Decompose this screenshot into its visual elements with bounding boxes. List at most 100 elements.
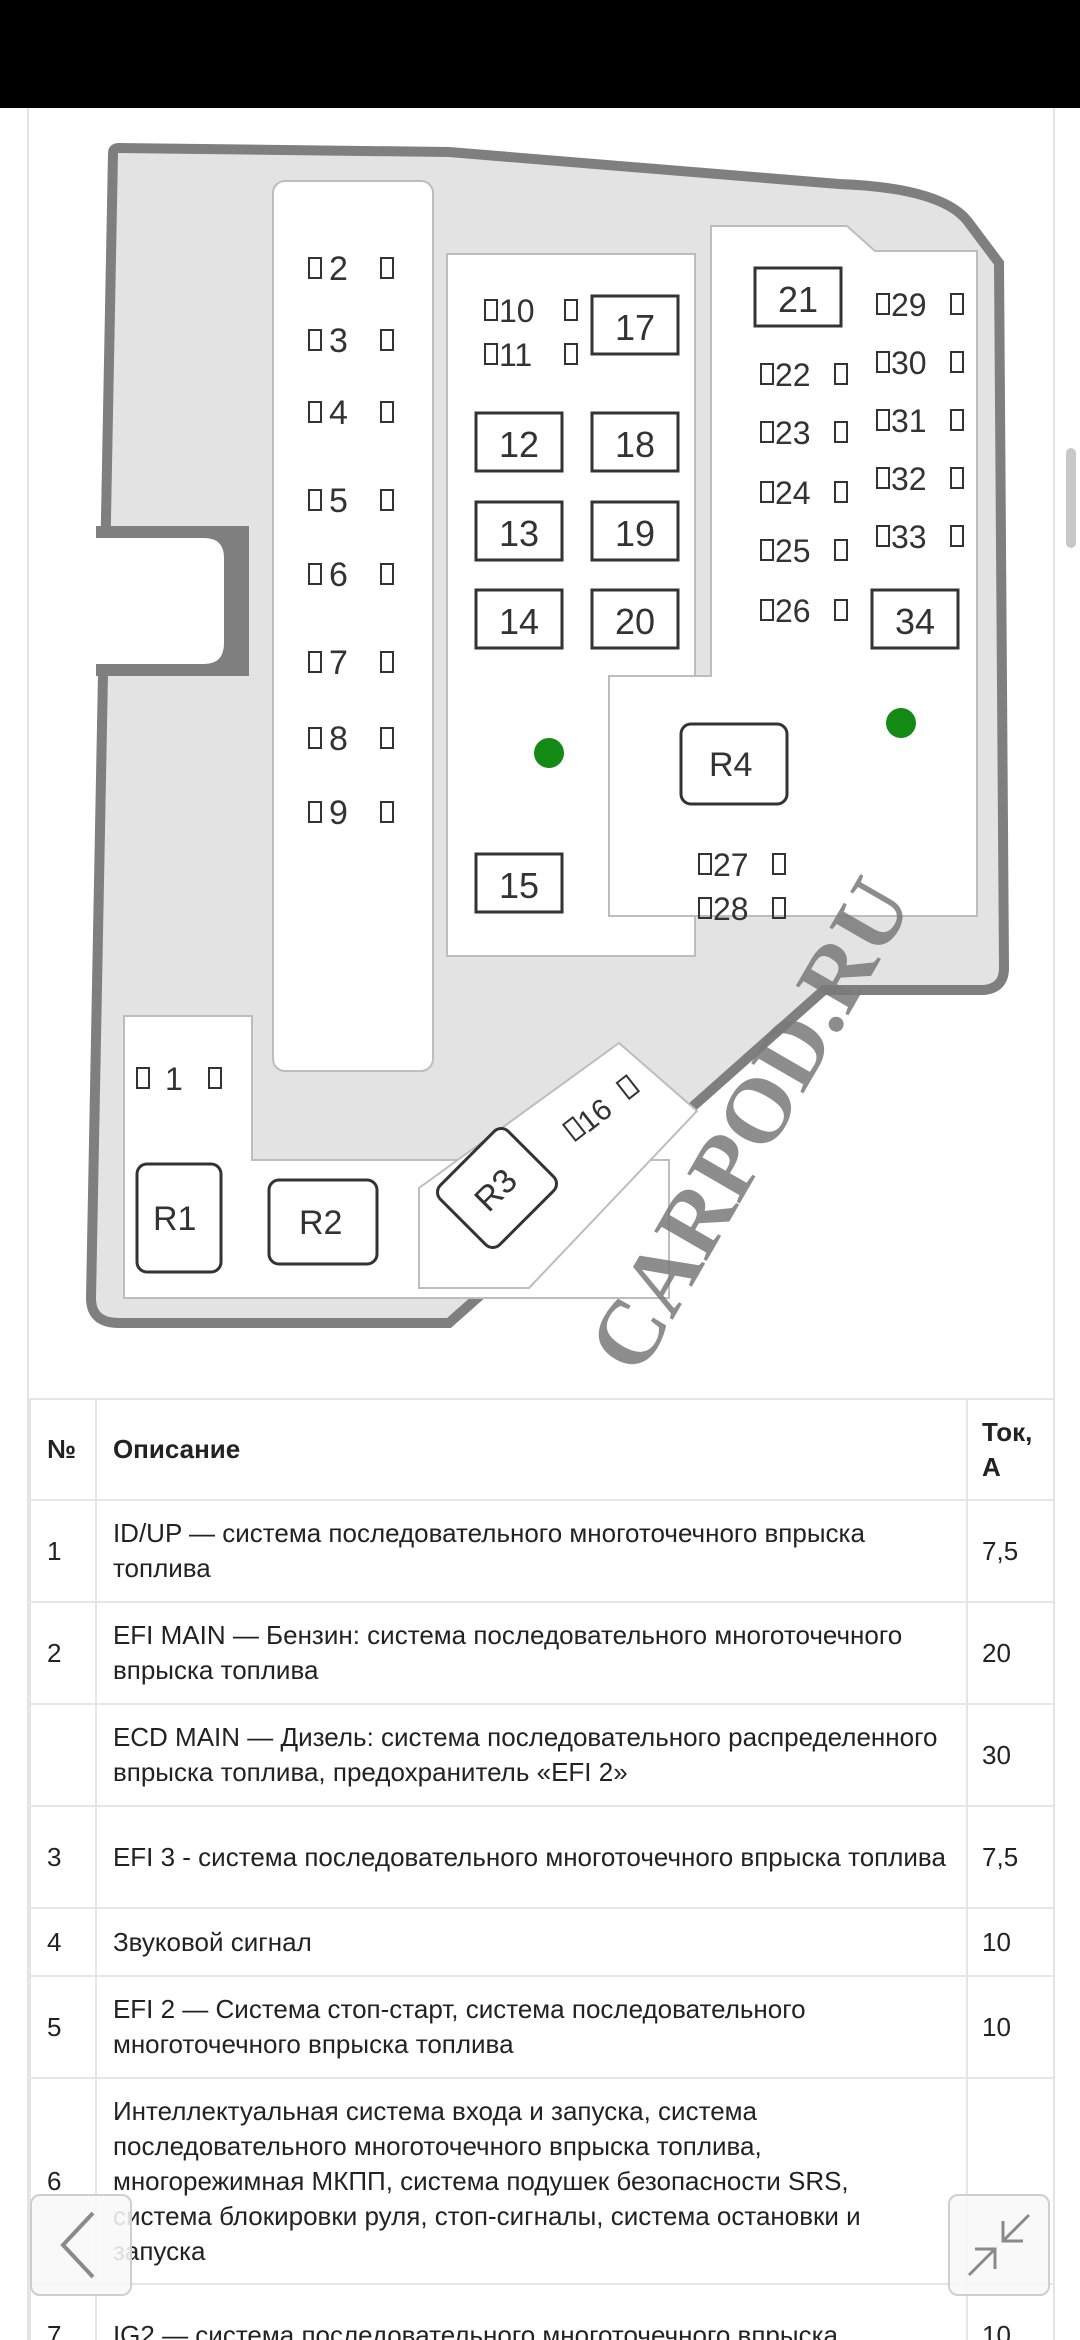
mount-dot (886, 708, 916, 738)
svg-text:29: 29 (891, 287, 927, 323)
fuse-7: 7 (308, 644, 394, 682)
fuse-box-34: 34 (870, 588, 960, 650)
fuse-box-14: 14 (474, 588, 564, 650)
svg-text:5: 5 (329, 482, 348, 520)
svg-text:8: 8 (329, 720, 348, 758)
svg-text:13: 13 (499, 513, 539, 554)
table-row: 7 IG2 — система последовательного многот… (29, 2283, 1053, 2340)
fuse-9: 9 (308, 794, 394, 832)
fuse-33: 33 (876, 519, 964, 555)
relay-r2: R2 (267, 1178, 379, 1266)
cell-desc: IG2 — система последовательного многоточ… (94, 2283, 969, 2340)
svg-text:25: 25 (775, 533, 811, 569)
svg-text:28: 28 (713, 891, 749, 927)
svg-text:34: 34 (895, 601, 935, 642)
collapse-button[interactable] (948, 2194, 1050, 2296)
header-desc: Описание (94, 1398, 969, 1501)
cell-amp: 7,5 (966, 1499, 1053, 1603)
fuse-24: 24 (760, 475, 848, 511)
header-amp: Ток, А (966, 1398, 1053, 1501)
svg-text:27: 27 (713, 847, 749, 883)
svg-text:26: 26 (775, 593, 811, 629)
table-row: 1 ID/UP — система последовательного мног… (29, 1499, 1053, 1603)
cell-num (29, 1703, 97, 1807)
fuse-4: 4 (308, 394, 394, 432)
svg-text:22: 22 (775, 357, 811, 393)
svg-text:3: 3 (329, 322, 348, 360)
fuse-box-20: 20 (590, 588, 680, 650)
svg-text:11: 11 (499, 337, 532, 373)
fuse-27: 27 (698, 847, 786, 883)
fuse-11: 11 (484, 337, 578, 373)
scrollbar-thumb[interactable] (1066, 448, 1076, 548)
fuse-box-18: 18 (590, 411, 680, 473)
fuse-25: 25 (760, 533, 848, 569)
relay-r1: R1 (135, 1162, 223, 1274)
svg-text:R1: R1 (153, 1200, 196, 1238)
fuse-22: 22 (760, 357, 848, 393)
svg-text:10: 10 (499, 293, 535, 329)
fuse-23: 23 (760, 415, 848, 451)
fuse-10: 10 (484, 293, 578, 329)
svg-text:30: 30 (891, 345, 927, 381)
svg-text:21: 21 (778, 279, 818, 320)
svg-text:23: 23 (775, 415, 811, 451)
fuse-3: 3 (308, 322, 394, 360)
fuse-28: 28 (698, 891, 786, 927)
cell-desc: ID/UP — система последовательного многот… (94, 1499, 969, 1603)
svg-text:24: 24 (775, 475, 811, 511)
svg-text:4: 4 (329, 394, 348, 432)
fuse-6: 6 (308, 556, 394, 594)
fuse-box-21: 21 (753, 266, 843, 328)
fuse-32: 32 (876, 461, 964, 497)
relay-r3: R3 (436, 1127, 558, 1249)
svg-text:15: 15 (499, 865, 539, 906)
svg-text:33: 33 (891, 519, 927, 555)
cell-desc: Звуковой сигнал (94, 1907, 969, 1977)
svg-text:R4: R4 (709, 746, 752, 784)
prev-button[interactable] (30, 2194, 132, 2296)
mount-dot (534, 738, 564, 768)
table-row: ECD MAIN — Дизель: система последователь… (29, 1703, 1053, 1807)
svg-text:7: 7 (329, 644, 348, 682)
fuse-5: 5 (308, 482, 394, 520)
cell-desc: EFI 3 - система последовательного многот… (94, 1805, 969, 1909)
cell-desc: EFI MAIN — Бензин: система последователь… (94, 1601, 969, 1705)
svg-text:32: 32 (891, 461, 927, 497)
fuse-table: № Описание Ток, А 1 ID/UP — система посл… (29, 1398, 1053, 2340)
table-row: 6 Интеллектуальная система входа и запус… (29, 2077, 1053, 2285)
cell-num: 4 (29, 1907, 97, 1977)
svg-text:9: 9 (329, 794, 348, 832)
fuse-2: 2 (308, 250, 394, 288)
fuse-30: 30 (876, 345, 964, 381)
cell-amp: 10 (966, 1975, 1053, 2079)
cell-num: 2 (29, 1601, 97, 1705)
fuse-box-15: 15 (474, 852, 564, 914)
cell-num: 5 (29, 1975, 97, 2079)
table-header-row: № Описание Ток, А (29, 1398, 1053, 1501)
table-row: 3 EFI 3 - система последовательного мног… (29, 1805, 1053, 1909)
svg-text:31: 31 (891, 403, 927, 439)
fuse-8: 8 (308, 720, 394, 758)
svg-text:2: 2 (329, 250, 348, 288)
fuse-box-diagram: 2 3 4 5 6 7 8 9 10 11 17 12 18 13 19 14 … (29, 108, 1053, 1398)
fuse-box-13: 13 (474, 500, 564, 562)
svg-text:1: 1 (165, 1061, 183, 1097)
cell-num: 3 (29, 1805, 97, 1909)
cell-amp: 7,5 (966, 1805, 1053, 1909)
svg-text:19: 19 (615, 513, 655, 554)
svg-text:20: 20 (615, 601, 655, 642)
fuse-29: 29 (876, 287, 964, 323)
fuse-box-17: 17 (590, 294, 680, 356)
table-row: 4 Звуковой сигнал 10 (29, 1907, 1053, 1977)
header-num: № (29, 1398, 97, 1501)
fuse-26: 26 (760, 593, 848, 629)
cell-num: 1 (29, 1499, 97, 1603)
chevron-left-icon (60, 2211, 95, 2279)
svg-text:6: 6 (329, 556, 348, 594)
cell-amp: 10 (966, 1907, 1053, 1977)
svg-text:14: 14 (499, 601, 539, 642)
svg-text:17: 17 (615, 307, 655, 348)
fuse-box-19: 19 (590, 500, 680, 562)
svg-text:18: 18 (615, 424, 655, 465)
